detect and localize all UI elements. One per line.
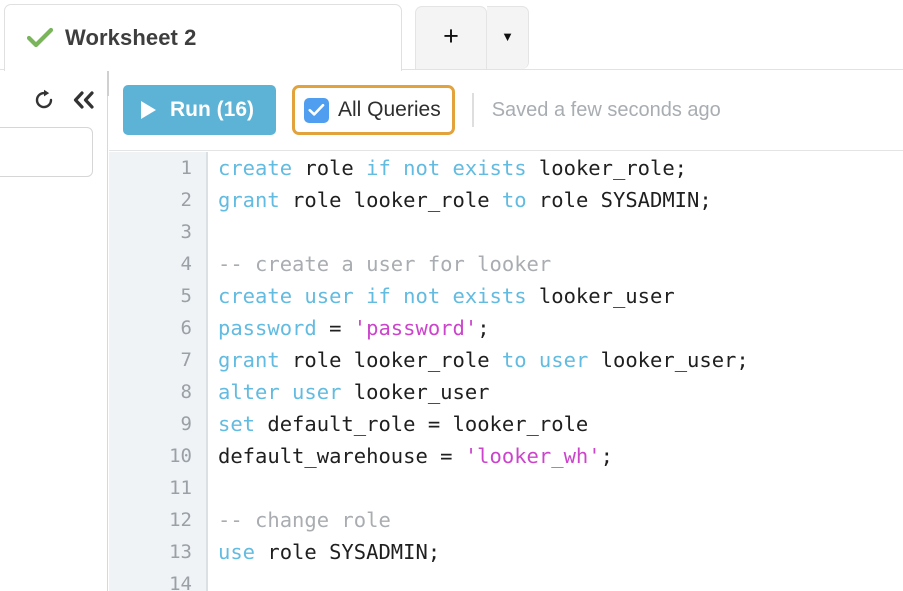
double-chevron-left-icon[interactable] (71, 87, 97, 113)
code-token-pl: role SYSADMIN; (527, 188, 712, 212)
code-token-kw: create (218, 156, 292, 180)
sql-editor[interactable]: 1234567891011121314 create role if not e… (109, 152, 903, 591)
code-token-kw: if not exists (366, 156, 526, 180)
all-queries-checkbox[interactable]: All Queries (292, 85, 455, 135)
add-worksheet-button[interactable]: + (415, 6, 487, 69)
code-token-str: 'password' (354, 316, 477, 340)
code-token-pl: ; (601, 444, 613, 468)
code-token-kw: set (218, 412, 255, 436)
code-token-cm: -- create a user for looker (218, 252, 551, 276)
run-button[interactable]: Run (16) (123, 85, 276, 135)
line-number: 6 (109, 312, 206, 344)
code-line[interactable] (218, 216, 903, 248)
line-number: 11 (109, 472, 206, 504)
code-area[interactable]: create role if not exists looker_role;gr… (210, 152, 903, 591)
code-token-pl: role looker_role (280, 188, 502, 212)
code-line[interactable]: create role if not exists looker_role; (218, 152, 903, 184)
code-token-pl: looker_user; (588, 348, 748, 372)
new-worksheet-group: + ▼ (415, 6, 529, 69)
editor-toolbar: Run (16) All Queries Saved a few seconds… (109, 70, 903, 151)
workspace: Run (16) All Queries Saved a few seconds… (0, 70, 903, 591)
code-token-kw: alter user (218, 380, 341, 404)
line-number: 13 (109, 536, 206, 568)
line-number: 3 (109, 216, 206, 248)
run-button-label: Run (16) (170, 98, 254, 122)
code-token-pl: looker_user (527, 284, 675, 308)
line-number: 1 (109, 152, 206, 184)
code-token-kw: grant (218, 348, 280, 372)
code-token-pl: default_warehouse = (218, 444, 465, 468)
tab-worksheet-2[interactable]: Worksheet 2 (4, 4, 402, 71)
line-number: 5 (109, 280, 206, 312)
code-line[interactable]: grant role looker_role to user looker_us… (218, 344, 903, 376)
code-token-pl: looker_user (341, 380, 489, 404)
toolbar-divider (472, 93, 474, 127)
code-token-pl: role (292, 156, 366, 180)
code-line[interactable]: create user if not exists looker_user (218, 280, 903, 312)
line-number: 9 (109, 408, 206, 440)
code-token-kw: create user if not exists (218, 284, 527, 308)
code-token-pl: role looker_role (280, 348, 502, 372)
code-line[interactable]: password = 'password'; (218, 312, 903, 344)
code-line[interactable]: set default_role = looker_role (218, 408, 903, 440)
save-status-text: Saved a few seconds ago (492, 99, 721, 122)
line-number: 14 (109, 568, 206, 591)
left-sidebar (0, 70, 108, 591)
code-token-cm: -- change role (218, 508, 391, 532)
code-token-pl: looker_role; (527, 156, 687, 180)
code-token-kw: to user (502, 348, 588, 372)
line-number: 7 (109, 344, 206, 376)
code-token-kw: password (218, 316, 317, 340)
code-line[interactable]: use role SYSADMIN; (218, 536, 903, 568)
line-number-gutter: 1234567891011121314 (109, 152, 208, 591)
code-line[interactable]: default_warehouse = 'looker_wh'; (218, 440, 903, 472)
code-token-pl: default_role = looker_role (255, 412, 588, 436)
code-token-pl: ; (477, 316, 489, 340)
code-line[interactable]: alter user looker_user (218, 376, 903, 408)
code-line[interactable]: grant role looker_role to role SYSADMIN; (218, 184, 903, 216)
refresh-icon[interactable] (31, 87, 57, 113)
line-number: 4 (109, 248, 206, 280)
code-line[interactable]: -- change role (218, 504, 903, 536)
search-input[interactable] (0, 127, 93, 177)
code-token-kw: use (218, 540, 255, 564)
code-line[interactable] (218, 568, 903, 591)
code-token-kw: grant (218, 188, 280, 212)
all-queries-label: All Queries (338, 98, 441, 122)
tab-label: Worksheet 2 (65, 25, 197, 51)
worksheet-tab-bar: Worksheet 2 + ▼ (0, 0, 903, 70)
line-number: 12 (109, 504, 206, 536)
play-icon (141, 101, 156, 119)
code-token-pl: role SYSADMIN; (255, 540, 440, 564)
code-line[interactable]: -- create a user for looker (218, 248, 903, 280)
code-token-str: 'looker_wh' (465, 444, 601, 468)
line-number: 8 (109, 376, 206, 408)
sidebar-actions (31, 87, 97, 113)
checkbox-checked-icon (304, 98, 329, 123)
code-token-kw: to (502, 188, 527, 212)
chevron-down-icon[interactable]: ▼ (487, 6, 529, 69)
check-icon (27, 27, 53, 49)
code-line[interactable] (218, 472, 903, 504)
line-number: 2 (109, 184, 206, 216)
line-number: 10 (109, 440, 206, 472)
code-token-pl: = (317, 316, 354, 340)
